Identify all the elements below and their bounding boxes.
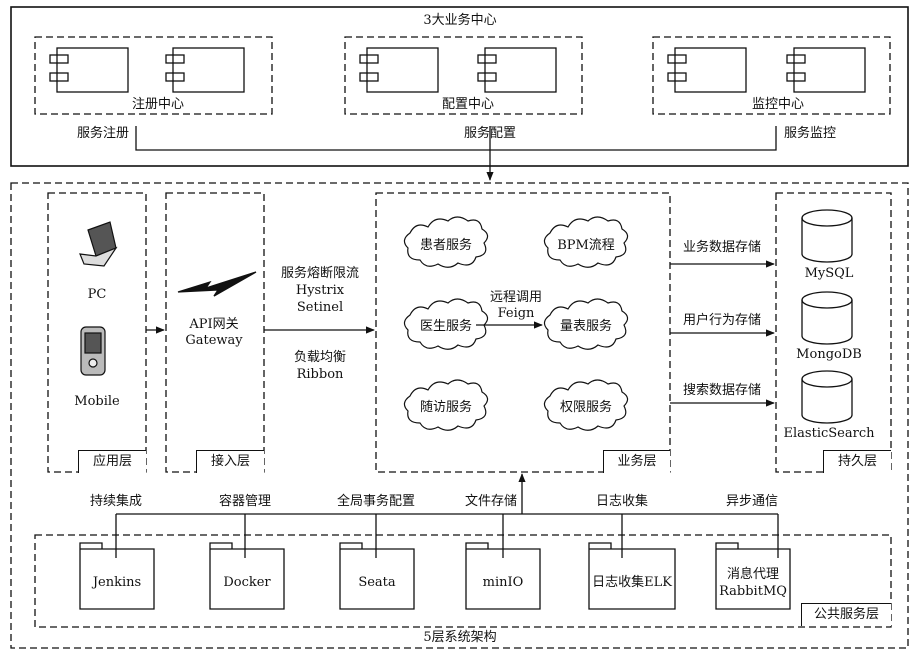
- mysql-label: MySQL: [804, 266, 854, 281]
- access-layer-box: [165, 192, 265, 473]
- mongodb-label: MongoDB: [796, 347, 862, 362]
- patient-service: 患者服务: [419, 238, 473, 253]
- registry-center-box: [34, 36, 273, 115]
- public-layer-label: 公共服务层: [801, 603, 891, 626]
- mobile-icon: [80, 326, 106, 376]
- business-data-storage-label: 业务数据存储: [682, 240, 762, 255]
- business-centers-title: 3大业务中心: [423, 13, 497, 28]
- mq-label-line1: 消息代理: [726, 567, 780, 582]
- five-layer-title: 5层系统架构: [423, 630, 497, 645]
- circuit-breaker-line1: 服务熔断限流: [280, 266, 360, 281]
- load-balance-line2: Ribbon: [296, 367, 344, 382]
- minio-label: minIO: [482, 575, 524, 590]
- circuit-breaker-line2: Hystrix: [295, 283, 345, 298]
- docker-label: Docker: [223, 575, 271, 590]
- gateway-label-line1: API网关: [189, 317, 239, 332]
- mobile-label: Mobile: [74, 394, 120, 409]
- search-data-storage-label: 搜索数据存储: [682, 383, 762, 398]
- seata-label: Seata: [358, 575, 396, 590]
- scale-service: 量表服务: [559, 319, 613, 334]
- container-category: 容器管理: [218, 494, 272, 509]
- permission-service: 权限服务: [559, 400, 613, 415]
- user-behavior-storage-label: 用户行为存储: [682, 313, 762, 328]
- public-layer-box: [34, 534, 892, 628]
- persist-layer-label: 持久层: [823, 450, 891, 473]
- service-registration-label: 服务注册: [76, 126, 130, 141]
- laptop-icon: [79, 221, 118, 267]
- elk-label: 日志收集ELK: [592, 575, 672, 590]
- doctor-service: 医生服务: [419, 319, 473, 334]
- config-center-box: [344, 36, 583, 115]
- access-layer-label: 接入层: [196, 450, 264, 473]
- bpm-process: BPM流程: [557, 238, 615, 253]
- jenkins-label: Jenkins: [92, 575, 142, 590]
- gateway-label-line2: Gateway: [185, 333, 243, 348]
- elasticsearch-label: ElasticSearch: [783, 426, 875, 441]
- service-config-label: 服务配置: [463, 126, 517, 141]
- rpc-label-line2: Feign: [497, 306, 535, 321]
- five-layer-frame: [10, 182, 909, 649]
- business-layer-label: 业务层: [603, 450, 670, 473]
- transaction-category: 全局事务配置: [336, 494, 416, 509]
- gateway-lightning-icon: [177, 271, 257, 297]
- async-category: 异步通信: [725, 494, 779, 509]
- circuit-breaker-line3: Setinel: [296, 300, 344, 315]
- monitor-center-label: 监控中心: [751, 97, 805, 112]
- ci-category: 持续集成: [89, 494, 143, 509]
- registry-center-label: 注册中心: [131, 97, 185, 112]
- rpc-label-line1: 远程调用: [489, 290, 543, 305]
- file-storage-category: 文件存储: [464, 494, 518, 509]
- business-centers-frame: [10, 6, 909, 167]
- app-layer-label: 应用层: [78, 450, 146, 473]
- database-icon: [801, 209, 853, 424]
- pc-label: PC: [87, 287, 107, 302]
- app-layer-box: [47, 192, 147, 473]
- mq-label-line2: RabbitMQ: [719, 584, 787, 599]
- followup-service: 随访服务: [419, 400, 473, 415]
- service-monitor-label: 服务监控: [783, 126, 837, 141]
- config-center-label: 配置中心: [441, 97, 495, 112]
- monitor-center-box: [652, 36, 891, 115]
- cloud-shapes: [403, 216, 629, 431]
- package-icon: [79, 542, 791, 610]
- load-balance-line1: 负载均衡: [293, 350, 347, 365]
- component-icon: [49, 47, 866, 93]
- log-collection-category: 日志收集: [595, 494, 649, 509]
